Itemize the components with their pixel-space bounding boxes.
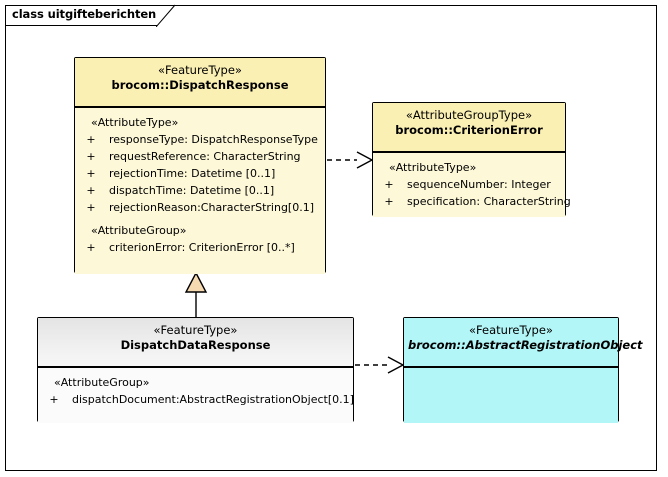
attribute-visibility: + [86, 240, 96, 254]
class-box-abstract-registration-object[interactable]: «FeatureType» brocom::AbstractRegistrati… [403, 317, 643, 424]
diagram-frame-label: class uitgifteberichten [12, 7, 157, 21]
attribute-row[interactable]: + rejectionReason:CharacterString[0.1] [79, 199, 321, 216]
class-name: brocom::DispatchResponse [111, 78, 289, 92]
attribute-visibility: + [86, 183, 96, 197]
attribute-visibility: + [86, 166, 96, 180]
diagram-frame-tab-slant-icon [156, 4, 176, 27]
attribute-row[interactable]: + sequenceNumber: Integer [377, 176, 561, 193]
compartment-group-label: «AttributeGroup» [54, 375, 150, 389]
class-box-dispatch-response[interactable]: «FeatureType» brocom::DispatchResponse «… [74, 57, 328, 275]
attribute-text: criterionError: CriterionError [0..*] [109, 240, 295, 254]
class-stereotype: «FeatureType» [153, 323, 238, 337]
class-name: brocom::AbstractRegistrationObject [408, 338, 643, 352]
class-divider [373, 151, 565, 153]
class-name: brocom::CriterionError [395, 123, 543, 137]
attribute-text: requestReference: CharacterString [109, 149, 301, 163]
attribute-visibility: + [86, 132, 96, 146]
attribute-text: responseType: DispatchResponseType [109, 132, 318, 146]
class-stereotype: «FeatureType» [158, 63, 242, 77]
class-divider [38, 366, 353, 368]
diagram-frame-tab [5, 5, 157, 26]
attribute-row[interactable]: + responseType: DispatchResponseType [79, 131, 321, 148]
class-body-abstract-registration-object [404, 367, 618, 423]
class-header-dispatch-data-response: «FeatureType» DispatchDataResponse [38, 318, 353, 366]
attribute-visibility: + [86, 149, 96, 163]
class-stereotype: «FeatureType» [469, 323, 553, 337]
compartment-group-label: «AttributeType» [389, 160, 477, 174]
compartment-group-label: «AttributeType» [91, 115, 179, 129]
attribute-row[interactable]: + criterionError: CriterionError [0..*] [79, 239, 321, 256]
class-name: DispatchDataResponse [120, 338, 271, 352]
class-body-dispatch-data-response: «AttributeGroup» + dispatchDocument:Abst… [38, 367, 354, 423]
attribute-row[interactable]: + specification: CharacterString [377, 193, 570, 210]
attribute-visibility: + [49, 392, 59, 406]
class-divider [75, 106, 325, 108]
attribute-text: dispatchDocument:AbstractRegistrationObj… [72, 392, 354, 406]
class-box-dispatch-data-response[interactable]: «FeatureType» DispatchDataResponse «Attr… [37, 317, 356, 424]
attribute-row[interactable]: + dispatchDocument:AbstractRegistrationO… [42, 391, 354, 408]
compartment-group-label: «AttributeGroup» [91, 223, 187, 237]
attribute-text: rejectionTime: Datetime [0..1] [109, 166, 276, 180]
attribute-visibility: + [384, 194, 394, 208]
class-header-dispatch-response: «FeatureType» brocom::DispatchResponse [75, 58, 325, 106]
class-stereotype: «AttributeGroupType» [405, 108, 533, 122]
class-body-criterion-error: «AttributeType» + sequenceNumber: Intege… [373, 152, 571, 217]
class-header-abstract-registration-object: «FeatureType» brocom::AbstractRegistrati… [404, 318, 643, 366]
attribute-row[interactable]: + rejectionTime: Datetime [0..1] [79, 165, 321, 182]
attribute-row[interactable]: + requestReference: CharacterString [79, 148, 321, 165]
class-divider [404, 366, 618, 368]
attribute-visibility: + [384, 177, 394, 191]
class-header-criterion-error: «AttributeGroupType» brocom::CriterionEr… [373, 103, 565, 151]
attribute-text: dispatchTime: Datetime [0..1] [109, 183, 275, 197]
attribute-visibility: + [86, 200, 96, 214]
attribute-text: specification: CharacterString [407, 194, 571, 208]
attribute-row[interactable]: + dispatchTime: Datetime [0..1] [79, 182, 321, 199]
attribute-text: rejectionReason:CharacterString[0.1] [109, 200, 314, 214]
class-box-criterion-error[interactable]: «AttributeGroupType» brocom::CriterionEr… [372, 102, 571, 218]
diagram-frame [5, 5, 657, 471]
class-body-dispatch-response: «AttributeType» + responseType: Dispatch… [75, 107, 325, 274]
attribute-text: sequenceNumber: Integer [407, 177, 551, 191]
